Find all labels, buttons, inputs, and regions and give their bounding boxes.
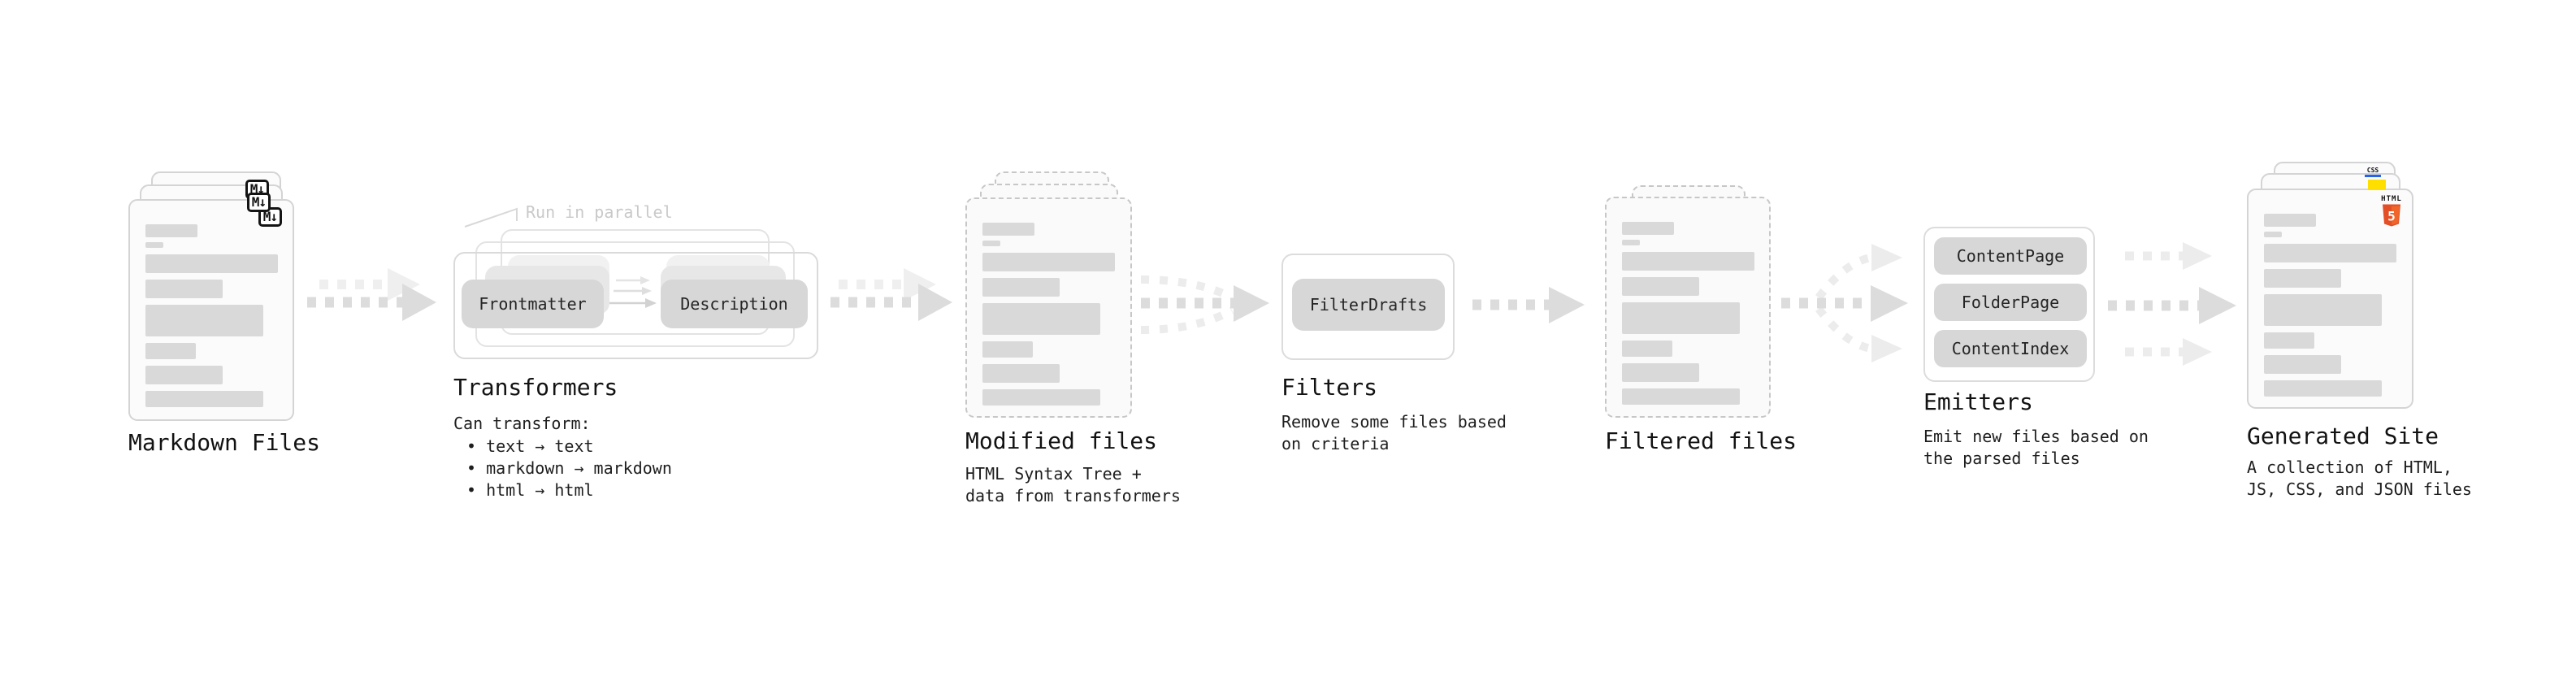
arrow-filtered-to-emitters: [1781, 244, 1908, 362]
skeleton-bar: [2264, 332, 2314, 349]
emitter-pill-folderpage: FolderPage: [1934, 284, 2087, 321]
modified-file-card-front: [965, 197, 1132, 418]
skeleton-bar: [145, 391, 263, 407]
run-in-parallel-annotation: Run in parallel: [526, 202, 673, 222]
filtered-files-label: Filtered files: [1605, 427, 1798, 454]
arrow-emitters-to-generated: [2108, 242, 2236, 366]
caption-line: on criteria: [1281, 434, 1390, 453]
skeleton-bar: [1622, 222, 1674, 235]
js-icon: [2368, 180, 2386, 190]
transformers-caption-title: Can transform:: [453, 414, 591, 433]
caption-line: data from transformers: [965, 486, 1181, 505]
skeleton-bar: [145, 280, 223, 298]
modified-files-label: Modified files: [965, 427, 1158, 454]
generated-file-card-html: HTML 5: [2247, 189, 2413, 409]
skeleton-bar: [145, 343, 196, 359]
skeleton-bar: [1622, 240, 1640, 245]
emitter-pill-contentpage: ContentPage: [1934, 237, 2087, 275]
skeleton-bar: [982, 364, 1060, 383]
skeleton-bar: [1622, 388, 1740, 405]
arrow-transformers-to-modified: [830, 268, 952, 321]
skeleton-bar: [2264, 294, 2382, 326]
skeleton-bar: [982, 253, 1115, 271]
skeleton-bar: [982, 303, 1100, 335]
transformer-pill-description: Description: [661, 280, 808, 328]
filters-label: Filters: [1281, 374, 1378, 401]
skeleton-bar: [982, 341, 1033, 358]
arrow-filters-to-filtered: [1472, 287, 1585, 323]
bullet-item: • html → html: [466, 480, 594, 500]
modified-files-caption: HTML Syntax Tree + data from transformer…: [965, 463, 1181, 507]
skeleton-bar: [145, 242, 163, 248]
skeleton-bar: [145, 366, 223, 384]
caption-line: JS, CSS, and JSON files: [2247, 479, 2472, 499]
skeleton-bar: [145, 224, 197, 237]
skeleton-bar: [2264, 380, 2382, 397]
annotation-callout-line: [464, 207, 518, 228]
filtered-file-card-front: [1605, 197, 1771, 418]
markdown-icon: M↓: [258, 207, 282, 227]
skeleton-bar: [2264, 269, 2341, 288]
css-icon: CSS: [2365, 167, 2381, 177]
svg-text:5: 5: [2387, 209, 2396, 224]
skeleton-bar: [2264, 355, 2341, 374]
generated-site-caption: A collection of HTML, JS, CSS, and JSON …: [2247, 457, 2472, 501]
skeleton-bar: [145, 254, 278, 273]
skeleton-bar: [982, 389, 1100, 406]
skeleton-bar: [1622, 277, 1699, 296]
transformer-pill-frontmatter: Frontmatter: [462, 280, 604, 328]
bullet-item: • text → text: [466, 436, 594, 456]
skeleton-bar: [1622, 252, 1754, 271]
skeleton-bar: [1622, 302, 1740, 334]
skeleton-bar: [145, 305, 263, 336]
markdown-file-card-front: M↓: [128, 199, 294, 421]
transformers-label: Transformers: [453, 374, 618, 401]
markdown-files-label: Markdown Files: [128, 429, 321, 456]
arrow-markdown-to-transformers: [307, 268, 436, 321]
skeleton-bar: [982, 241, 1000, 246]
emitters-label: Emitters: [1923, 388, 2033, 415]
caption-line: HTML Syntax Tree +: [965, 464, 1142, 484]
caption-line: Emit new files based on: [1923, 427, 2149, 446]
skeleton-bar: [1622, 363, 1699, 382]
css-underline: [2365, 175, 2381, 177]
html5-icon: HTML 5: [2381, 195, 2402, 227]
skeleton-bar: [2264, 244, 2396, 262]
generated-site-label: Generated Site: [2247, 423, 2439, 449]
skeleton-bar: [1622, 340, 1672, 357]
skeleton-bar: [2264, 214, 2316, 227]
bullet-item: • markdown → markdown: [466, 458, 672, 478]
skeleton-bar: [2264, 232, 2282, 237]
emitter-pill-contentindex: ContentIndex: [1934, 330, 2087, 367]
transformers-bullet-list: • text → text • markdown → markdown • ht…: [466, 436, 672, 501]
arrow-modified-to-filters: [1140, 275, 1269, 334]
caption-line: A collection of HTML,: [2247, 458, 2452, 477]
skeleton-bar: [982, 223, 1034, 236]
filters-caption: Remove some files based on criteria: [1281, 411, 1507, 455]
caption-line: Remove some files based: [1281, 412, 1507, 432]
emitters-caption: Emit new files based on the parsed files: [1923, 426, 2149, 470]
transformer-frame-front: [453, 252, 818, 359]
filter-pill-filterdrafts: FilterDrafts: [1292, 279, 1445, 331]
markdown-icon: M↓: [246, 193, 271, 212]
skeleton-bar: [982, 278, 1060, 297]
caption-line: the parsed files: [1923, 449, 2080, 468]
